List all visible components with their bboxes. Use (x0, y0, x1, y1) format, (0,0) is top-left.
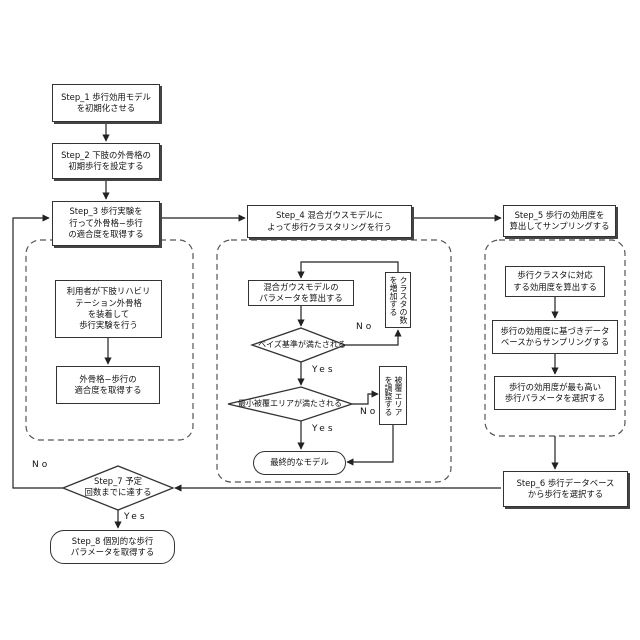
step5-box: Step_5 歩行の効用度を 算出してサンプリングする (503, 205, 616, 237)
arrow-s7-no-loop (13, 218, 63, 488)
step2-box: Step_2 下肢の外骨格の 初期歩行を設定する (52, 143, 160, 179)
g5-select-box: 歩行の効用度が最も高い 歩行パラメータを選択する (494, 376, 616, 410)
step3-detail-group (26, 240, 193, 440)
step4-detail-group (217, 240, 451, 482)
g4-yes-label-2: Yes (312, 424, 336, 434)
g4-adjust-area-box: 被覆エリア を調整する (379, 366, 407, 425)
g4-no-label-1: No (356, 322, 374, 332)
arrow-adjust-final (347, 425, 393, 462)
g4-minarea-label: 最小被覆エリアが満たされる (224, 399, 356, 410)
arrow-bic-no (345, 330, 398, 345)
arrow-increase-back (301, 262, 398, 278)
g4-final-model: 最終的なモデル (253, 451, 346, 475)
g4-no-label-2: No (360, 407, 378, 417)
step1-box: Step_1 歩行効用モデル を初期化させる (52, 84, 160, 122)
g4-bic-label: ベイズ基準が満たされる (252, 340, 352, 351)
g3-experiment-box: 利用者が下肢リハビリ テーション外骨格 を装着して 歩行実験を行う (55, 280, 162, 338)
step3-box: Step_3 歩行実験を 行って外骨格−歩行 の適合度を取得する (52, 201, 160, 246)
g4-yes-label-1: Yes (312, 365, 336, 375)
step7-yes-label: Yes (124, 512, 148, 522)
step4-box: Step_4 混合ガウスモデルに よって歩行クラスタリングを行う (247, 205, 412, 238)
step7-no-label: No (32, 460, 50, 470)
g4-increase-clusters-box: クラスタの数 を増加する (385, 272, 411, 328)
step7-label: Step_7 予定 回数までに達する (78, 476, 158, 499)
g3-fitness-box: 外骨格−歩行の 適合度を取得する (56, 366, 160, 404)
g5-utility-box: 歩行クラスタに対応 する効用度を算出する (505, 266, 605, 297)
g4-params-box: 混合ガウスモデルの パラメータを算出する (248, 280, 354, 306)
g5-sampling-box: 歩行の効用度に基づきデータ ベースからサンプリングする (492, 320, 618, 354)
step8-terminal: Step_8 個別的な歩行 パラメータを取得する (50, 530, 175, 564)
step6-box: Step_6 歩行データベース から歩行を選択する (503, 471, 628, 507)
